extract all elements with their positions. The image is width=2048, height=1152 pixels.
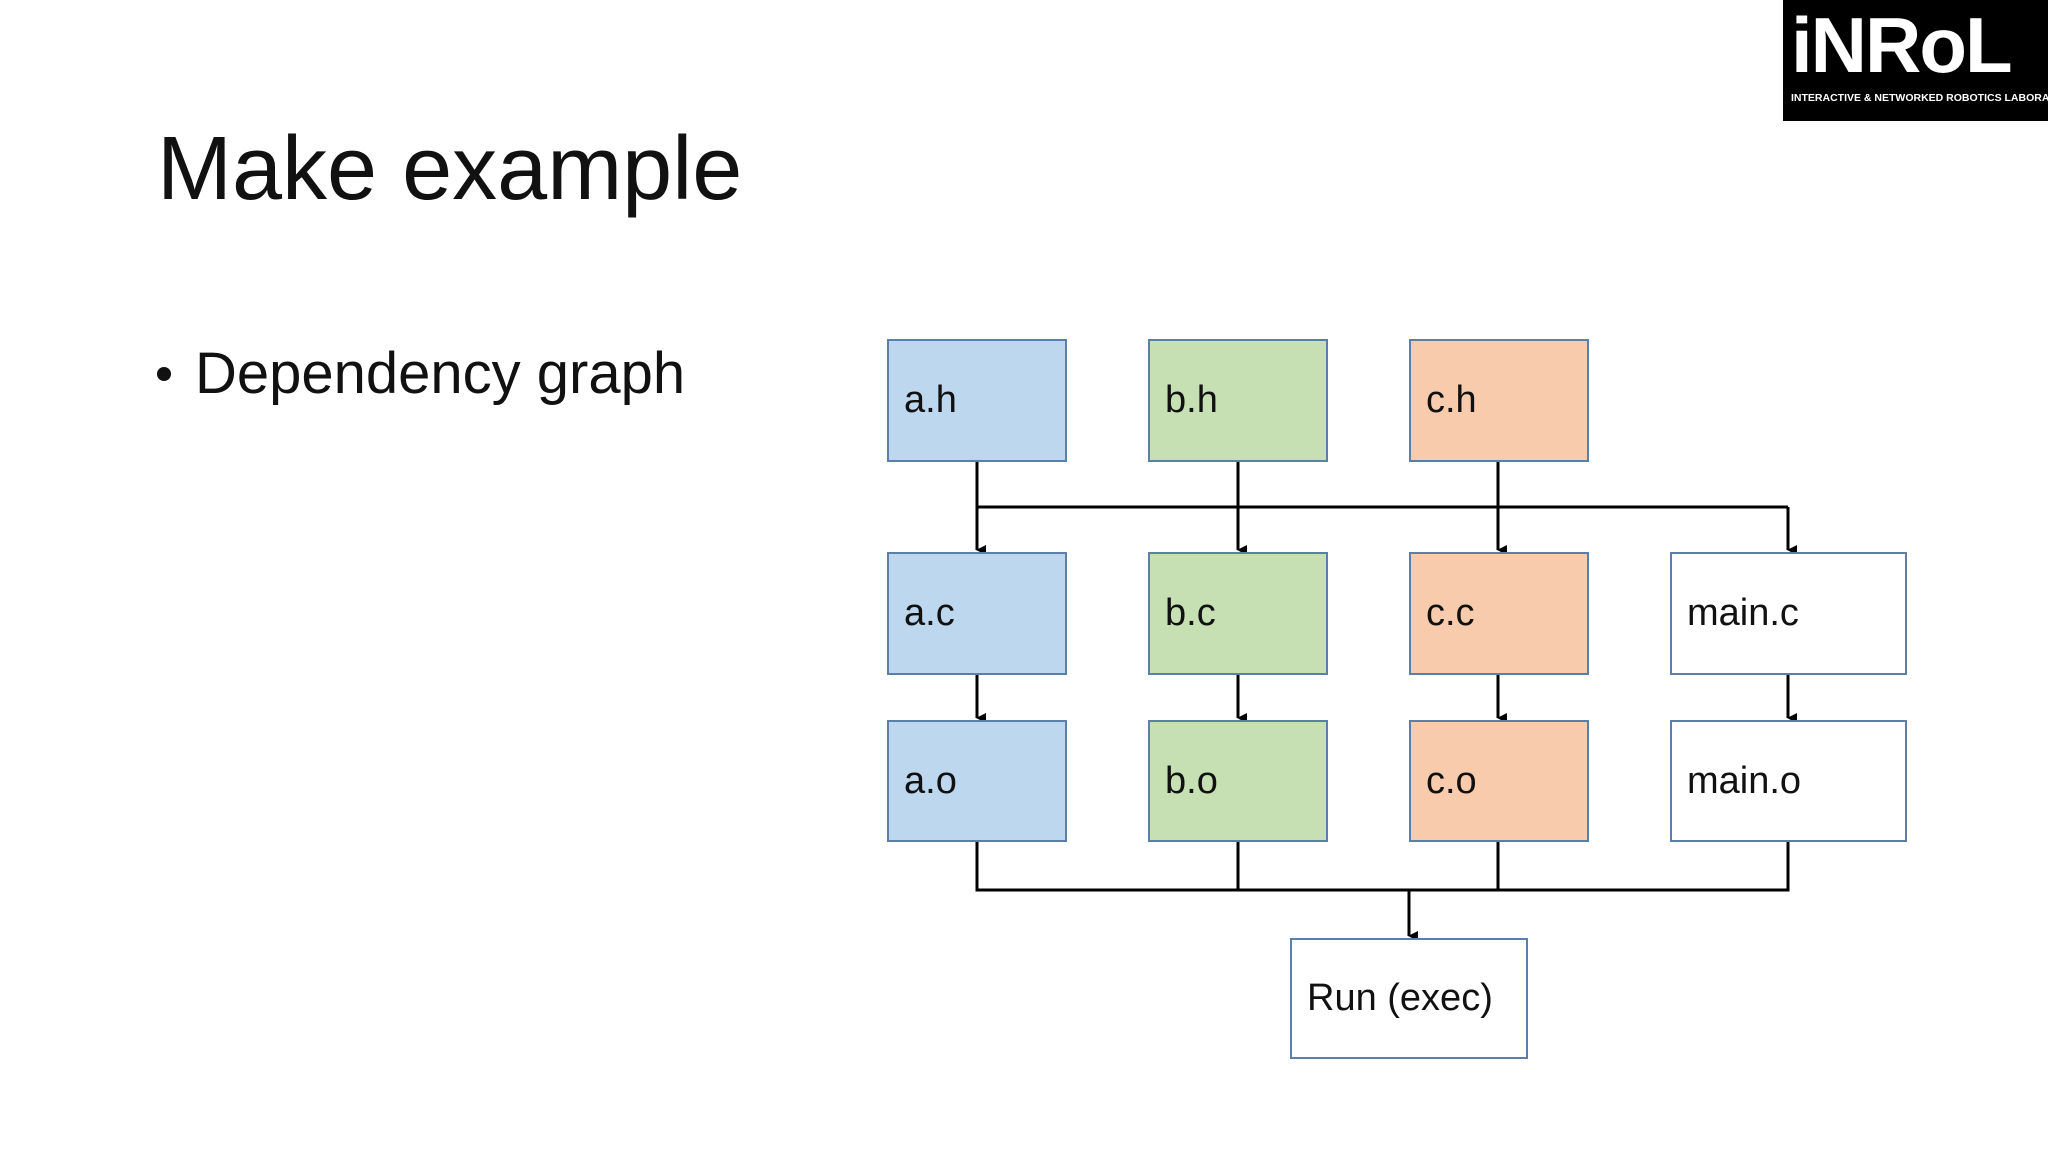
node-b-c: b.c [1148,552,1328,675]
bullet-text: Dependency graph [195,341,686,406]
bullet-dot-icon [157,366,171,381]
logo-wordmark: iNRoL [1791,1,2013,89]
node-c-o: c.o [1409,720,1589,842]
node-main-c: main.c [1670,552,1907,675]
inrol-logo: iNRoL INTERACTIVE & NETWORKED ROBOTICS L… [1783,0,2048,121]
object-bus-line [975,842,1790,892]
node-main-o: main.o [1670,720,1907,842]
node-a-h: a.h [887,339,1067,462]
node-c-c: c.c [1409,552,1589,675]
node-a-c: a.c [887,552,1067,675]
bullet-item: Dependency graph [157,340,685,407]
node-run-exec: Run (exec) [1290,938,1528,1059]
node-b-o: b.o [1148,720,1328,842]
logo-subtitle: INTERACTIVE & NETWORKED ROBOTICS LABORAT… [1791,92,2048,104]
node-c-h: c.h [1409,339,1589,462]
slide-title: Make example [157,119,743,219]
node-b-h: b.h [1148,339,1328,462]
node-a-o: a.o [887,720,1067,842]
